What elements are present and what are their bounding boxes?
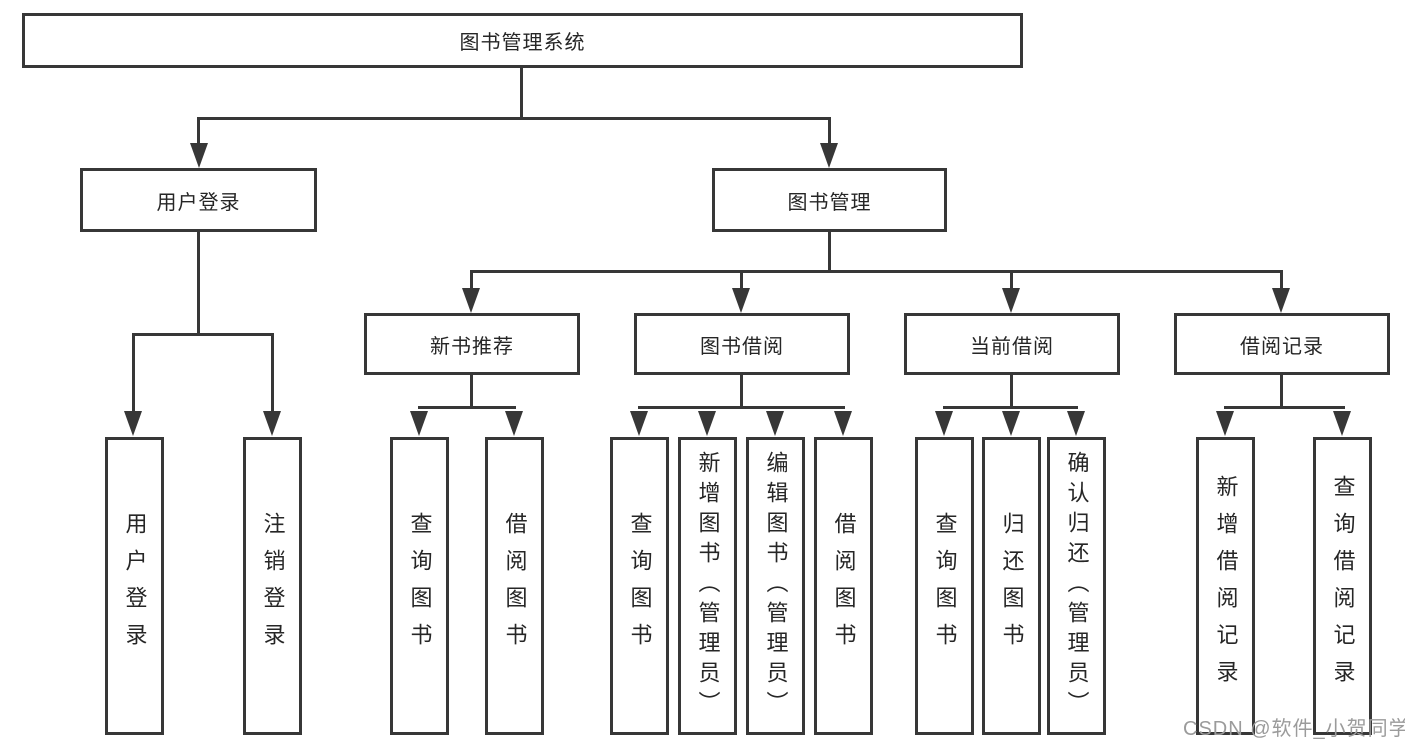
node-borrowing-records: 借阅记录 [1174,313,1390,375]
watermark: CSDN @软件_小贺同学 [1183,718,1405,740]
connector-line [1280,375,1283,409]
leaf-user-login: 用户登录 [105,437,164,735]
leaf-label: 确认归还（管理员） [1064,451,1090,721]
leaf-label: 查询图书 [932,512,958,660]
arrowhead-down-icon [834,411,852,436]
connector-line [740,375,743,409]
leaf-query-books-current: 查询图书 [915,437,974,735]
arrowhead-down-icon [1002,411,1020,436]
arrowhead-down-icon [630,411,648,436]
connector-line [470,375,473,409]
node-label: 借阅记录 [1240,335,1324,358]
connector-line [520,66,523,119]
leaf-borrow-books-recommend: 借阅图书 [485,437,544,735]
arrowhead-down-icon [190,143,208,168]
connector-line [197,117,831,120]
arrowhead-down-icon [263,411,281,436]
arrowhead-down-icon [1272,288,1290,313]
connector-line [943,406,1078,409]
leaf-label: 新增借阅记录 [1213,475,1239,697]
arrowhead-down-icon [124,411,142,436]
leaf-query-books-borrow: 查询图书 [610,437,669,735]
connector-line [1224,406,1345,409]
connector-line [1010,270,1013,290]
arrowhead-down-icon [1067,411,1085,436]
leaf-logout-login: 注销登录 [243,437,302,735]
leaf-label: 编辑图书（管理员） [763,451,789,721]
arrowhead-down-icon [698,411,716,436]
connector-line [828,230,831,273]
leaf-label: 归还图书 [999,512,1025,660]
node-label: 图书借阅 [700,335,784,358]
leaf-label: 查询借阅记录 [1330,475,1356,697]
leaf-add-borrow-record: 新增借阅记录 [1196,437,1255,735]
leaf-label: 查询图书 [407,512,433,660]
node-book-management: 图书管理 [712,168,947,232]
connector-line [197,117,200,149]
leaf-label: 用户登录 [122,512,148,660]
node-user-login: 用户登录 [80,168,317,232]
leaf-query-books-recommend: 查询图书 [390,437,449,735]
node-label: 用户登录 [156,191,241,214]
connector-line [638,406,845,409]
node-book-borrowing: 图书借阅 [634,313,850,375]
connector-line [740,270,743,290]
leaf-confirm-return-admin: 确认归还（管理员） [1047,437,1106,735]
leaf-label: 借阅图书 [502,512,528,660]
connector-line [1010,375,1013,409]
node-label: 新书推荐 [430,335,514,358]
leaf-query-borrow-record: 查询借阅记录 [1313,437,1372,735]
arrowhead-down-icon [1216,411,1234,436]
node-library-management-system: 图书管理系统 [22,13,1023,68]
arrowhead-down-icon [766,411,784,436]
node-label: 图书管理系统 [459,32,586,54]
leaf-edit-books-admin: 编辑图书（管理员） [746,437,805,735]
arrowhead-down-icon [1333,411,1351,436]
node-label: 当前借阅 [970,335,1054,358]
arrowhead-down-icon [410,411,428,436]
leaf-borrow-books: 借阅图书 [814,437,873,735]
leaf-return-books: 归还图书 [982,437,1041,735]
connector-line [132,333,135,413]
connector-line [271,333,274,413]
leaf-label: 查询图书 [627,512,653,660]
arrowhead-down-icon [462,288,480,313]
arrowhead-down-icon [505,411,523,436]
connector-line [197,230,200,336]
node-current-borrowing: 当前借阅 [904,313,1120,375]
connector-line [1280,270,1283,290]
leaf-add-books-admin: 新增图书（管理员） [678,437,737,735]
leaf-label: 新增图书（管理员） [695,451,721,721]
node-label: 图书管理 [787,191,872,214]
arrowhead-down-icon [732,288,750,313]
leaf-label: 注销登录 [260,512,286,660]
connector-line [828,117,831,149]
connector-line [132,333,274,336]
leaf-label: 借阅图书 [831,512,857,660]
connector-line [470,270,1283,273]
arrowhead-down-icon [820,143,838,168]
connector-line [418,406,516,409]
node-new-book-recommendation: 新书推荐 [364,313,580,375]
connector-line [470,270,473,290]
arrowhead-down-icon [935,411,953,436]
arrowhead-down-icon [1002,288,1020,313]
